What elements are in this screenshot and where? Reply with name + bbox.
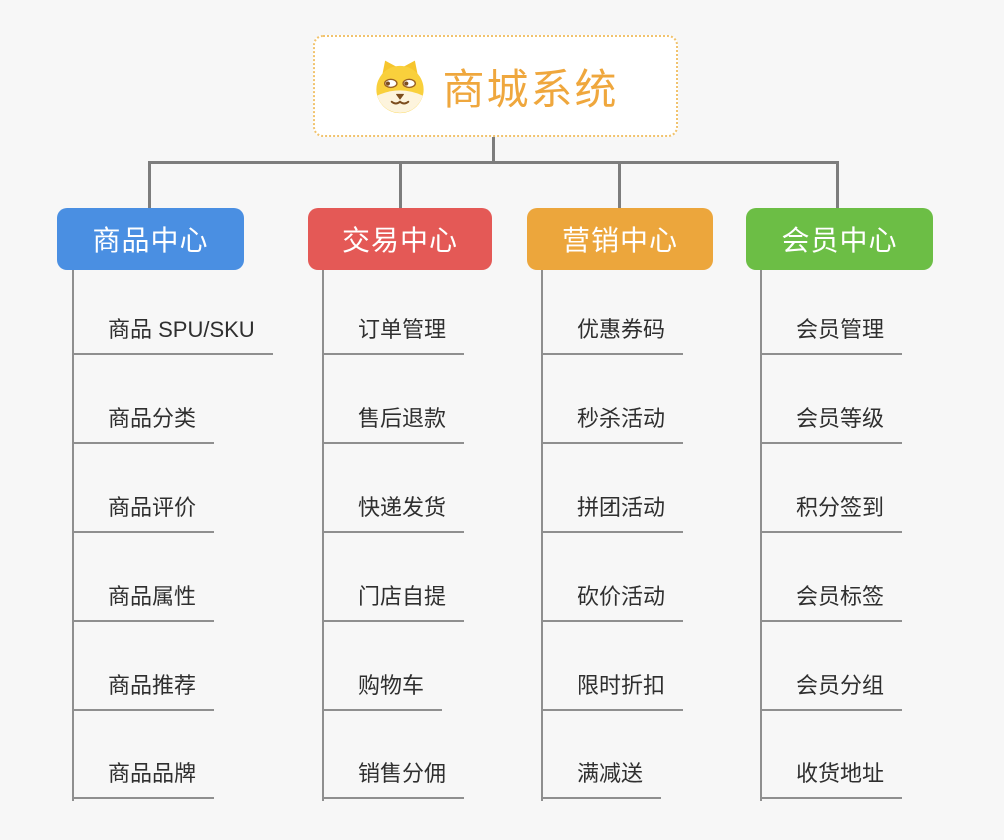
connector-drop-branch-4 (836, 161, 839, 209)
branch-node-product-center[interactable]: 商品中心 (57, 208, 244, 270)
connector-root-stub (492, 137, 495, 164)
leaf-node[interactable]: 商品 SPU/SKU (74, 315, 273, 355)
leaf-node[interactable]: 订单管理 (324, 315, 465, 355)
leaf-node[interactable]: 商品推荐 (74, 671, 215, 711)
leaf-node[interactable]: 会员等级 (762, 404, 903, 444)
root-node[interactable]: 商城系统 (313, 35, 678, 137)
leaf-node[interactable]: 会员标签 (762, 582, 903, 622)
leaf-node[interactable]: 购物车 (324, 671, 443, 711)
leaf-node[interactable]: 商品品牌 (74, 759, 215, 799)
branch-node-marketing-center[interactable]: 营销中心 (527, 208, 713, 270)
leaf-node[interactable]: 拼团活动 (543, 493, 684, 533)
leaf-node[interactable]: 会员管理 (762, 315, 903, 355)
leaf-node[interactable]: 优惠券码 (543, 315, 684, 355)
connector-horizontal-bar (148, 161, 839, 164)
connector-drop-branch-2 (399, 161, 402, 209)
leaf-node[interactable]: 砍价活动 (543, 582, 684, 622)
leaf-node[interactable]: 会员分组 (762, 671, 903, 711)
branch-label: 会员中心 (781, 225, 898, 256)
leaf-node[interactable]: 限时折扣 (543, 671, 684, 711)
leaf-node[interactable]: 商品属性 (74, 582, 215, 622)
shiba-dog-icon (376, 60, 425, 114)
branch-label: 商品中心 (92, 225, 209, 256)
connector-drop-branch-3 (618, 161, 621, 209)
leaf-node[interactable]: 快递发货 (324, 493, 465, 533)
branch-children-trade-center: 订单管理 售后退款 快递发货 门店自提 购物车 销售分佣 (322, 270, 552, 801)
leaf-node[interactable]: 售后退款 (324, 404, 465, 444)
leaf-node[interactable]: 秒杀活动 (543, 404, 684, 444)
connector-drop-branch-1 (148, 161, 151, 209)
branch-label: 营销中心 (561, 225, 678, 256)
leaf-node[interactable]: 积分签到 (762, 493, 903, 533)
branch-node-trade-center[interactable]: 交易中心 (308, 208, 492, 270)
branch-children-member-center: 会员管理 会员等级 积分签到 会员标签 会员分组 收货地址 (760, 270, 990, 801)
leaf-node[interactable]: 满减送 (543, 759, 662, 799)
branch-node-member-center[interactable]: 会员中心 (746, 208, 933, 270)
leaf-node[interactable]: 商品评价 (74, 493, 215, 533)
branch-children-product-center: 商品 SPU/SKU 商品分类 商品评价 商品属性 商品推荐 商品品牌 (72, 270, 302, 801)
leaf-node[interactable]: 收货地址 (762, 759, 903, 799)
branch-children-marketing-center: 优惠券码 秒杀活动 拼团活动 砍价活动 限时折扣 满减送 (541, 270, 771, 801)
leaf-node[interactable]: 商品分类 (74, 404, 215, 444)
root-title: 商城系统 (442, 65, 619, 113)
leaf-node[interactable]: 门店自提 (324, 582, 465, 622)
branch-label: 交易中心 (341, 225, 458, 256)
leaf-node[interactable]: 销售分佣 (324, 759, 465, 799)
